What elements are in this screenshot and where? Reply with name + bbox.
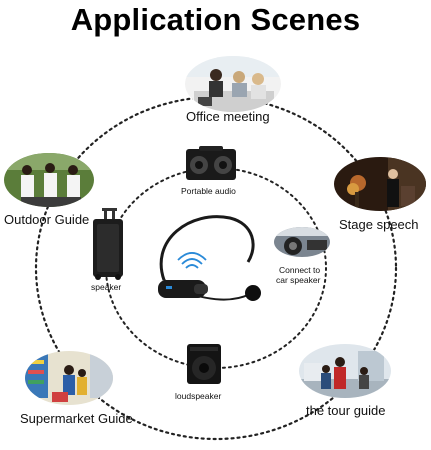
stage-speech-photo	[334, 157, 426, 211]
outdoor-guide-label: Outdoor Guide	[4, 212, 90, 227]
outdoor-guide-photo	[4, 153, 94, 207]
tour-guide-label: the tour guide	[306, 403, 386, 418]
stage-speech-label: Stage speech	[339, 217, 419, 232]
car-speaker-icon	[274, 227, 330, 257]
supermarket-guide-label: Supermarket Guide	[20, 411, 133, 426]
office-meeting-label: Office meeting	[186, 109, 270, 124]
car-speaker-label-2: car speaker	[276, 275, 321, 285]
car-speaker-label-1: Connect to	[279, 265, 321, 275]
loudspeaker-icon	[187, 344, 221, 384]
headset-microphone-icon	[158, 215, 261, 301]
page-title: Application Scenes	[70, 2, 361, 37]
portable-audio-label: Portable audio	[181, 186, 236, 196]
loudspeaker-label: loudspeaker	[175, 391, 222, 401]
portable-audio-speaker-icon	[186, 146, 236, 180]
tour-guide-photo	[299, 344, 391, 398]
trolley-speaker-icon	[93, 208, 123, 280]
office-meeting-photo	[185, 56, 281, 112]
speaker-label: speaker	[91, 282, 122, 292]
supermarket-guide-photo	[25, 351, 113, 405]
